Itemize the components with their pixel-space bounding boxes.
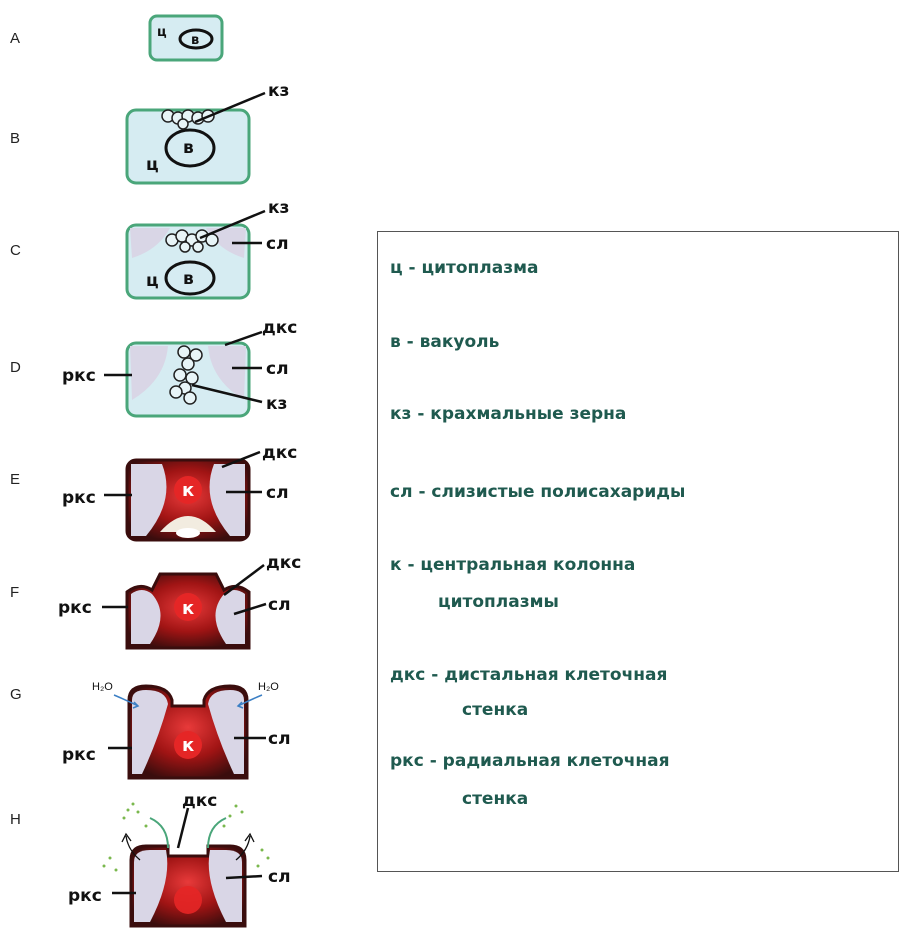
label-radial-wall-d: ркс	[62, 366, 96, 386]
legend-vacuole: в - вакуоль	[390, 326, 499, 358]
label-starch-c: кз	[268, 198, 289, 218]
label-radial-wall-h: ркс	[68, 886, 102, 906]
label-mucilage-c: сл	[266, 234, 289, 254]
cell-stage-a: ц в	[150, 16, 222, 60]
label-column-e: к	[182, 480, 194, 501]
label-distal-wall-f: дкс	[266, 553, 301, 573]
label-mucilage-h: сл	[268, 867, 291, 887]
label-cytoplasm-a: ц	[157, 25, 167, 40]
legend-mucilage: сл - слизистые полисахариды	[390, 476, 685, 508]
label-column-g: к	[182, 735, 194, 756]
row-letter-b: B	[10, 130, 20, 147]
legend-column: к - центральная колонна	[390, 549, 635, 581]
label-vacuole-b: в	[183, 138, 194, 158]
cell-stage-g: к H₂O H₂O сл ркс	[62, 681, 291, 778]
legend-cytoplasm: ц - цитоплазма	[390, 252, 538, 284]
row-letter-c: C	[10, 242, 21, 259]
label-radial-wall-e: ркс	[62, 488, 96, 508]
legend-distal-wall-cont: стенка	[390, 694, 528, 726]
cell-stage-b: кз в ц	[127, 81, 289, 183]
legend-radial-wall: ркс - радиальная клеточная	[390, 745, 670, 777]
label-water-left: H₂O	[92, 681, 113, 693]
label-cytoplasm-c: ц	[146, 271, 159, 291]
row-letter-d: D	[10, 359, 21, 376]
legend-column-cont: цитоплазмы	[390, 586, 559, 618]
legend-starch: кз - крахмальные зерна	[390, 398, 626, 430]
row-letter-g: G	[10, 686, 22, 703]
label-column-f: к	[182, 598, 194, 619]
row-letter-f: F	[10, 584, 19, 601]
cell-stage-h: дкс сл ркс	[68, 791, 291, 926]
legend-distal-wall: дкс - дистальная клеточная	[390, 659, 667, 691]
label-water-right: H₂O	[258, 681, 279, 693]
label-starch-b: кз	[268, 81, 289, 101]
row-letter-h: H	[10, 811, 21, 828]
label-starch-d: кз	[266, 394, 287, 414]
cell-stage-d: дкс сл кз ркс	[62, 318, 297, 416]
label-mucilage-f: сл	[268, 595, 291, 615]
label-vacuole-c: в	[183, 269, 194, 289]
label-distal-wall-h: дкс	[182, 791, 217, 811]
label-mucilage-d: сл	[266, 359, 289, 379]
cell-stage-e: к дкс сл ркс	[62, 443, 297, 540]
label-radial-wall-g: ркс	[62, 745, 96, 765]
label-mucilage-g: сл	[268, 729, 291, 749]
cell-stage-f: к дкс сл ркс	[58, 553, 301, 648]
label-cytoplasm-b: ц	[146, 155, 159, 175]
label-radial-wall-f: ркс	[58, 598, 92, 618]
label-distal-wall-d: дкс	[262, 318, 297, 338]
label-mucilage-e: сл	[266, 483, 289, 503]
legend-radial-wall-cont: стенка	[390, 783, 528, 815]
legend-box: ц - цитоплазма в - вакуоль кз - крахмаль…	[377, 231, 899, 872]
label-vacuole-a: в	[191, 33, 199, 48]
cell-stage-c: кз сл в ц	[127, 198, 289, 298]
row-letter-e: E	[10, 471, 20, 488]
label-distal-wall-e: дкс	[262, 443, 297, 463]
row-letter-a: A	[10, 30, 20, 47]
